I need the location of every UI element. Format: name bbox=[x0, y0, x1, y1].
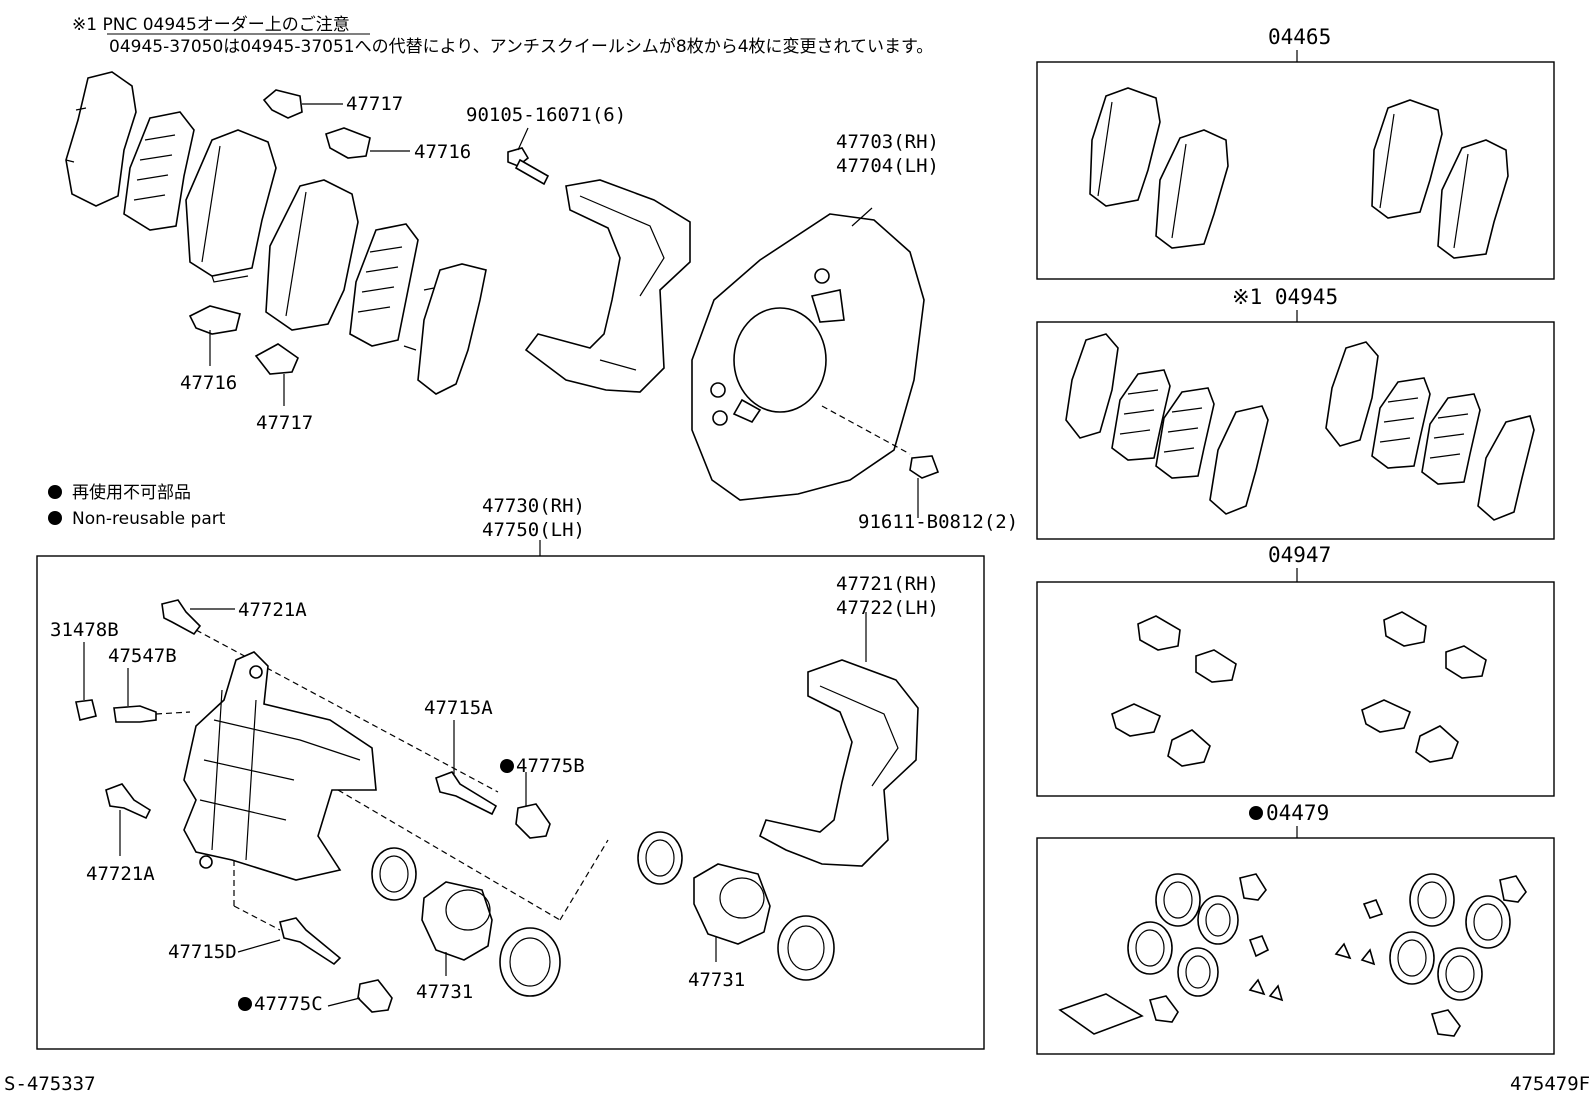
anti-squeal-shim-inner-left bbox=[123, 111, 195, 231]
label-47750-lh[interactable]: 47750(LH) bbox=[482, 519, 585, 541]
footer-left-code: S-475337 bbox=[4, 1073, 96, 1095]
boot-47775c bbox=[357, 979, 393, 1013]
label-47716-top[interactable]: 47716 bbox=[414, 141, 471, 163]
clip-47717-top bbox=[262, 89, 303, 119]
piston-right bbox=[693, 863, 771, 945]
piston-left bbox=[421, 881, 493, 961]
kit-04465-pads bbox=[1089, 87, 1509, 259]
label-47722-lh[interactable]: 47722(LH) bbox=[836, 597, 939, 619]
kit-04945-box bbox=[1036, 321, 1555, 540]
footer-right-code: 475479F bbox=[1510, 1073, 1590, 1095]
boot-47775b bbox=[515, 803, 551, 839]
clip-47717-bottom bbox=[254, 343, 299, 375]
kit-04947-box bbox=[1036, 581, 1555, 797]
label-47775c[interactable]: 47775C bbox=[254, 993, 323, 1015]
disc-brake-pad-right bbox=[265, 179, 359, 331]
legend-jp: 再使用不可部品 bbox=[72, 482, 191, 503]
label-47775b[interactable]: 47775B bbox=[516, 755, 585, 777]
label-47715a[interactable]: 47715A bbox=[424, 697, 493, 719]
label-47716-bottom[interactable]: 47716 bbox=[180, 372, 237, 394]
disc-brake-pad-left bbox=[185, 129, 277, 277]
bleeder-plug bbox=[113, 705, 157, 723]
label-47721a-bottom[interactable]: 47721A bbox=[86, 863, 155, 885]
label-90105[interactable]: 90105-16071(6) bbox=[466, 104, 626, 126]
caliper-mounting-bracket bbox=[524, 179, 691, 393]
label-47721-rh[interactable]: 47721(RH) bbox=[836, 573, 939, 595]
bleeder-cap bbox=[75, 699, 97, 721]
cylinder-boot-left bbox=[499, 927, 561, 997]
caliper-cylinder-body bbox=[183, 651, 377, 881]
pnc-note-body: 04945-37050は04945-37051への代替により、アンチスクイールシ… bbox=[109, 37, 933, 57]
kit-04947-clips bbox=[1111, 611, 1487, 767]
label-47715d[interactable]: 47715D bbox=[168, 941, 237, 963]
slide-pin-47715d bbox=[279, 917, 342, 966]
kit-04945-title[interactable]: ※1 04945 bbox=[1232, 285, 1338, 309]
piston-seal-right bbox=[637, 831, 683, 885]
non-reusable-bullet-icon bbox=[500, 759, 514, 773]
label-47717-bottom[interactable]: 47717 bbox=[256, 412, 313, 434]
caliper-assembly-box bbox=[36, 555, 985, 1050]
kit-04479-box bbox=[1036, 837, 1555, 1055]
kit-04945-shims bbox=[1065, 333, 1535, 521]
clip-47716-top bbox=[325, 127, 371, 159]
non-reusable-bullet-icon bbox=[48, 511, 62, 525]
label-47731-left[interactable]: 47731 bbox=[416, 981, 473, 1003]
clip-47716-bottom bbox=[188, 305, 241, 335]
label-47704-lh[interactable]: 47704(LH) bbox=[836, 155, 939, 177]
legend-en: Non-reusable part bbox=[72, 509, 226, 529]
caliper-mounting-plate bbox=[759, 659, 919, 867]
label-47547b[interactable]: 47547B bbox=[108, 645, 177, 667]
pad-group-upper bbox=[65, 71, 487, 395]
kit-04947-title[interactable]: 04947 bbox=[1268, 543, 1331, 567]
label-47703-rh[interactable]: 47703(RH) bbox=[836, 131, 939, 153]
pad-support-clips bbox=[188, 89, 371, 375]
label-47730-rh[interactable]: 47730(RH) bbox=[482, 495, 585, 517]
non-reusable-bullet-icon bbox=[238, 997, 252, 1011]
slide-pin-47715a bbox=[435, 771, 498, 816]
label-31478b[interactable]: 31478B bbox=[50, 619, 119, 641]
kit-04465-title[interactable]: 04465 bbox=[1268, 25, 1331, 49]
kit-04479-seals bbox=[1058, 873, 1527, 1037]
label-47731-right[interactable]: 47731 bbox=[688, 969, 745, 991]
non-reusable-bullet-icon bbox=[1249, 806, 1263, 820]
slide-pin-47721a-bottom bbox=[105, 783, 152, 820]
slide-pin-47721a-top bbox=[161, 599, 202, 636]
anti-squeal-shim-inner-right bbox=[349, 223, 419, 347]
non-reusable-bullet-icon bbox=[48, 485, 62, 499]
pnc-note-title: ※1 PNC 04945オーダー上のご注意 bbox=[72, 15, 350, 35]
label-47721a-top[interactable]: 47721A bbox=[238, 599, 307, 621]
cylinder-boot-right bbox=[777, 915, 835, 981]
label-47717-top[interactable]: 47717 bbox=[346, 93, 403, 115]
anti-squeal-shim-outer-left bbox=[65, 71, 137, 207]
piston-seal-left bbox=[371, 847, 417, 901]
kit-04479-title[interactable]: 04479 bbox=[1266, 801, 1329, 825]
kit-04465-box bbox=[1036, 61, 1555, 280]
caliper-mounting-bolt bbox=[507, 147, 550, 186]
dust-cover-bolt bbox=[909, 455, 940, 479]
anti-squeal-shim-outer-right bbox=[417, 263, 487, 395]
label-91611[interactable]: 91611-B0812(2) bbox=[858, 511, 1018, 533]
